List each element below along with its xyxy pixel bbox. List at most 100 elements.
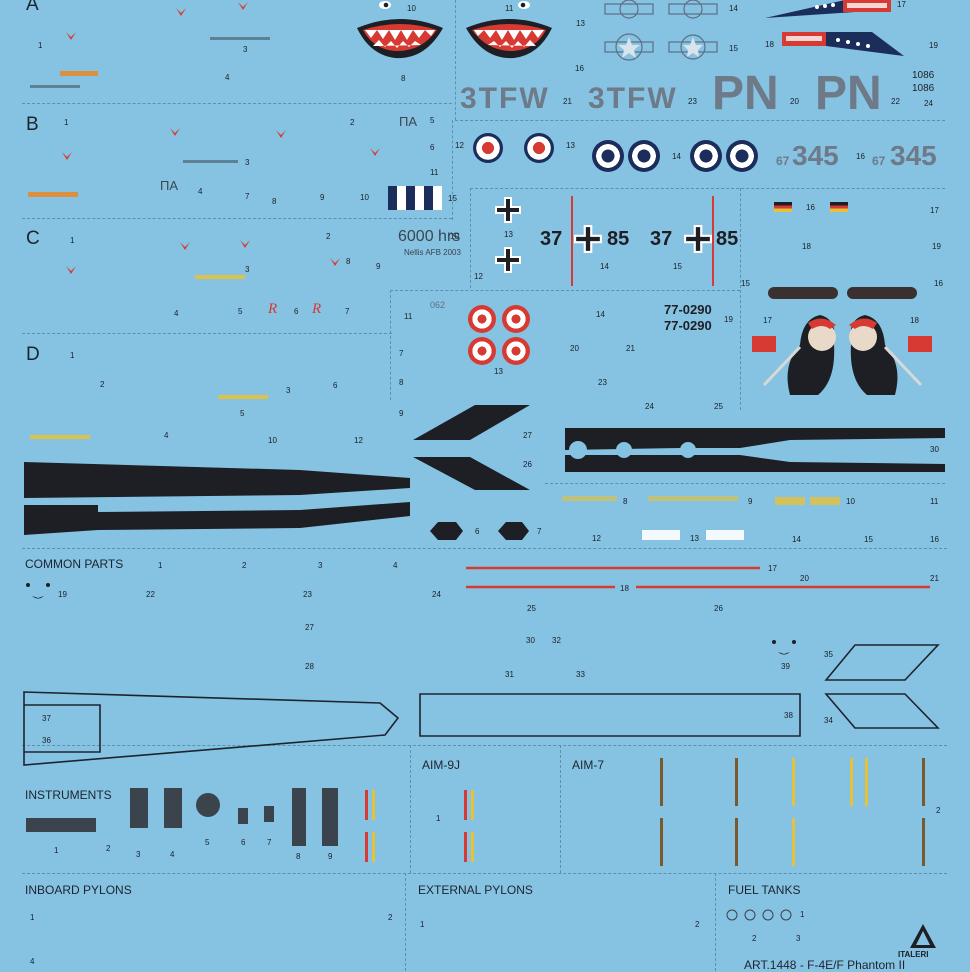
hours-subtitle: Nellis AFB 2003 bbox=[404, 248, 461, 257]
item-number: 10 bbox=[407, 4, 416, 13]
item-number: 22 bbox=[146, 590, 155, 599]
item-number: 2 bbox=[350, 118, 355, 127]
tail-number-1086-b: 1086 bbox=[912, 83, 935, 94]
warning-placard bbox=[642, 530, 680, 540]
item-number: 9 bbox=[748, 497, 753, 506]
german-flag bbox=[774, 202, 792, 212]
hours-marking: 6000 hrs bbox=[398, 228, 461, 245]
divider bbox=[470, 188, 471, 288]
item-number: 25 bbox=[527, 604, 536, 613]
item-number: 8 bbox=[296, 852, 301, 861]
section-aim7-label: AIM-7 bbox=[572, 758, 605, 772]
item-number: 5 bbox=[430, 116, 435, 125]
italeri-logo bbox=[908, 922, 938, 952]
code-37: 37 bbox=[650, 228, 673, 250]
shark-mouth-right bbox=[466, 1, 552, 59]
serial-77: 77-0290 bbox=[664, 318, 712, 333]
tail-number-062: 062 bbox=[430, 300, 446, 310]
item-number: 9 bbox=[376, 262, 381, 271]
item-number: 21 bbox=[563, 97, 572, 106]
item-number: 27 bbox=[523, 431, 532, 440]
divider bbox=[455, 120, 945, 121]
divider bbox=[470, 188, 945, 189]
item-number: 6 bbox=[475, 527, 480, 536]
item-number: 17 bbox=[768, 564, 777, 573]
item-number: 11 bbox=[404, 312, 413, 321]
divider bbox=[22, 745, 947, 746]
item-number: 13 bbox=[690, 534, 699, 543]
item-number: 30 bbox=[930, 445, 939, 454]
divider bbox=[740, 290, 741, 410]
brand-name: ITALERI bbox=[898, 950, 929, 959]
item-number: 18 bbox=[910, 316, 919, 325]
code-85: 85 bbox=[716, 228, 739, 250]
section-common-label: COMMON PARTS bbox=[25, 557, 124, 571]
item-number: 10 bbox=[450, 232, 459, 241]
item-number: 1 bbox=[70, 236, 75, 245]
item-number: 15 bbox=[673, 262, 682, 271]
item-number: 3 bbox=[245, 265, 250, 274]
item-number: 15 bbox=[864, 535, 873, 544]
item-number: 8 bbox=[401, 74, 406, 83]
serial-77: 77-0290 bbox=[664, 302, 712, 317]
stencil-cluster bbox=[218, 395, 268, 399]
item-number: 16 bbox=[856, 152, 865, 161]
item-number: 7 bbox=[345, 307, 350, 316]
item-number: 22 bbox=[891, 97, 900, 106]
item-number: 6 bbox=[294, 307, 299, 316]
fin-flash bbox=[388, 186, 442, 210]
item-number: 7 bbox=[267, 838, 272, 847]
item-number: 20 bbox=[790, 97, 799, 106]
iron-cross bbox=[495, 247, 521, 273]
divider bbox=[390, 290, 740, 291]
item-number: 7 bbox=[245, 192, 250, 201]
item-number: 23 bbox=[303, 590, 312, 599]
tail-number-1086: 1086 bbox=[912, 70, 935, 81]
item-number: 14 bbox=[596, 310, 605, 319]
tfw-code-2: 3TFW bbox=[588, 82, 678, 115]
iron-cross bbox=[684, 225, 712, 253]
stencil-cluster bbox=[60, 71, 98, 76]
item-number: 16 bbox=[930, 535, 939, 544]
stencil-cluster bbox=[30, 435, 90, 439]
pn-code-2: PN bbox=[815, 67, 882, 120]
item-number: 8 bbox=[272, 197, 277, 206]
item-number: 2 bbox=[242, 561, 247, 570]
divider bbox=[22, 103, 452, 104]
item-number: 24 bbox=[432, 590, 441, 599]
item-number: 15 bbox=[741, 279, 750, 288]
serial-number: 345 bbox=[890, 140, 937, 171]
roundel bbox=[628, 140, 660, 172]
item-number: 10 bbox=[360, 193, 369, 202]
item-number: 8 bbox=[623, 497, 628, 506]
item-number: 6 bbox=[430, 143, 435, 152]
item-number: 12 bbox=[354, 436, 363, 445]
pirate-emblem bbox=[762, 287, 838, 395]
section-d-label: D bbox=[26, 344, 40, 365]
divider bbox=[405, 873, 406, 971]
item-number: 13 bbox=[576, 19, 585, 28]
stencil-cluster bbox=[775, 497, 805, 505]
item-number: 3 bbox=[318, 561, 323, 570]
item-number: 1 bbox=[64, 118, 69, 127]
item-number: 16 bbox=[806, 203, 815, 212]
item-number: 18 bbox=[802, 242, 811, 251]
serial-number: 345 bbox=[792, 140, 839, 171]
item-number: 19 bbox=[929, 41, 938, 50]
tail-band-upper bbox=[765, 0, 891, 18]
item-number: 9 bbox=[320, 193, 325, 202]
item-number: 20 bbox=[800, 574, 809, 583]
divider bbox=[22, 548, 947, 549]
item-number: 6 bbox=[333, 381, 338, 390]
item-number: 14 bbox=[792, 535, 801, 544]
item-number: 38 bbox=[784, 711, 793, 720]
roundel bbox=[473, 133, 503, 163]
section-external-pylons-label: EXTERNAL PYLONS bbox=[418, 883, 533, 897]
divider bbox=[452, 120, 453, 220]
turkish-roundel bbox=[502, 337, 530, 365]
item-number: 17 bbox=[930, 206, 939, 215]
item-number: 5 bbox=[238, 307, 243, 316]
divider bbox=[560, 745, 561, 873]
divider bbox=[22, 218, 452, 219]
divider bbox=[390, 290, 391, 400]
